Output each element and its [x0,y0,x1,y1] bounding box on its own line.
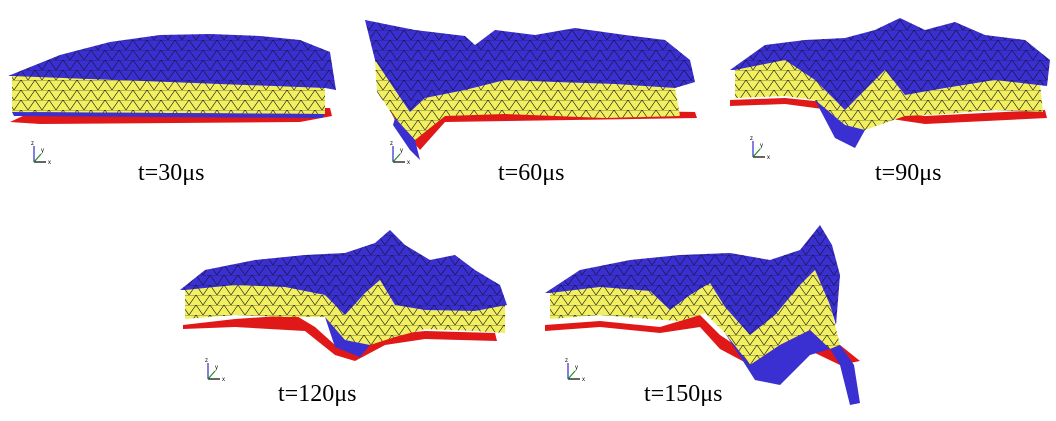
svg-text:z: z [750,136,753,142]
svg-text:x: x [48,160,51,166]
svg-text:z: z [205,358,208,364]
svg-text:x: x [767,155,770,161]
caption-t90: t=90μs [875,160,942,186]
svg-text:y: y [41,148,44,154]
svg-text:z: z [390,141,393,147]
svg-text:y: y [400,148,403,154]
panel-t90: z x y t=90μs [725,0,1055,200]
mesh-plate-t30 [8,34,336,124]
panel-t30: z x y t=30μs [0,0,340,200]
svg-text:z: z [565,358,568,364]
mesh-plate-t90 [730,18,1050,148]
caption-t60: t=60μs [498,160,565,186]
axis-triad-t150: z x y [565,358,585,383]
axis-triad-t120: z x y [205,358,225,383]
svg-text:z: z [31,141,34,147]
svg-text:x: x [222,377,225,383]
axis-triad-t90: z x y [750,136,770,161]
svg-text:x: x [407,160,410,166]
axis-triad-t30: z x y [31,141,51,166]
axis-triad-t60: z x y [390,141,410,166]
caption-t150: t=150μs [644,381,723,407]
mesh-plate-t120 [180,230,507,361]
mesh-plate-t150 [545,225,860,405]
panel-t60: z x y t=60μs [355,0,705,200]
svg-text:y: y [575,365,578,371]
panel-t120: z x y t=120μs [175,215,525,421]
caption-t120: t=120μs [278,381,357,407]
svg-text:y: y [760,143,763,149]
svg-text:y: y [215,365,218,371]
panel-t150: z x y t=150μs [540,215,880,421]
mesh-plate-t60 [365,20,697,160]
caption-t30: t=30μs [138,160,205,186]
svg-text:x: x [582,377,585,383]
